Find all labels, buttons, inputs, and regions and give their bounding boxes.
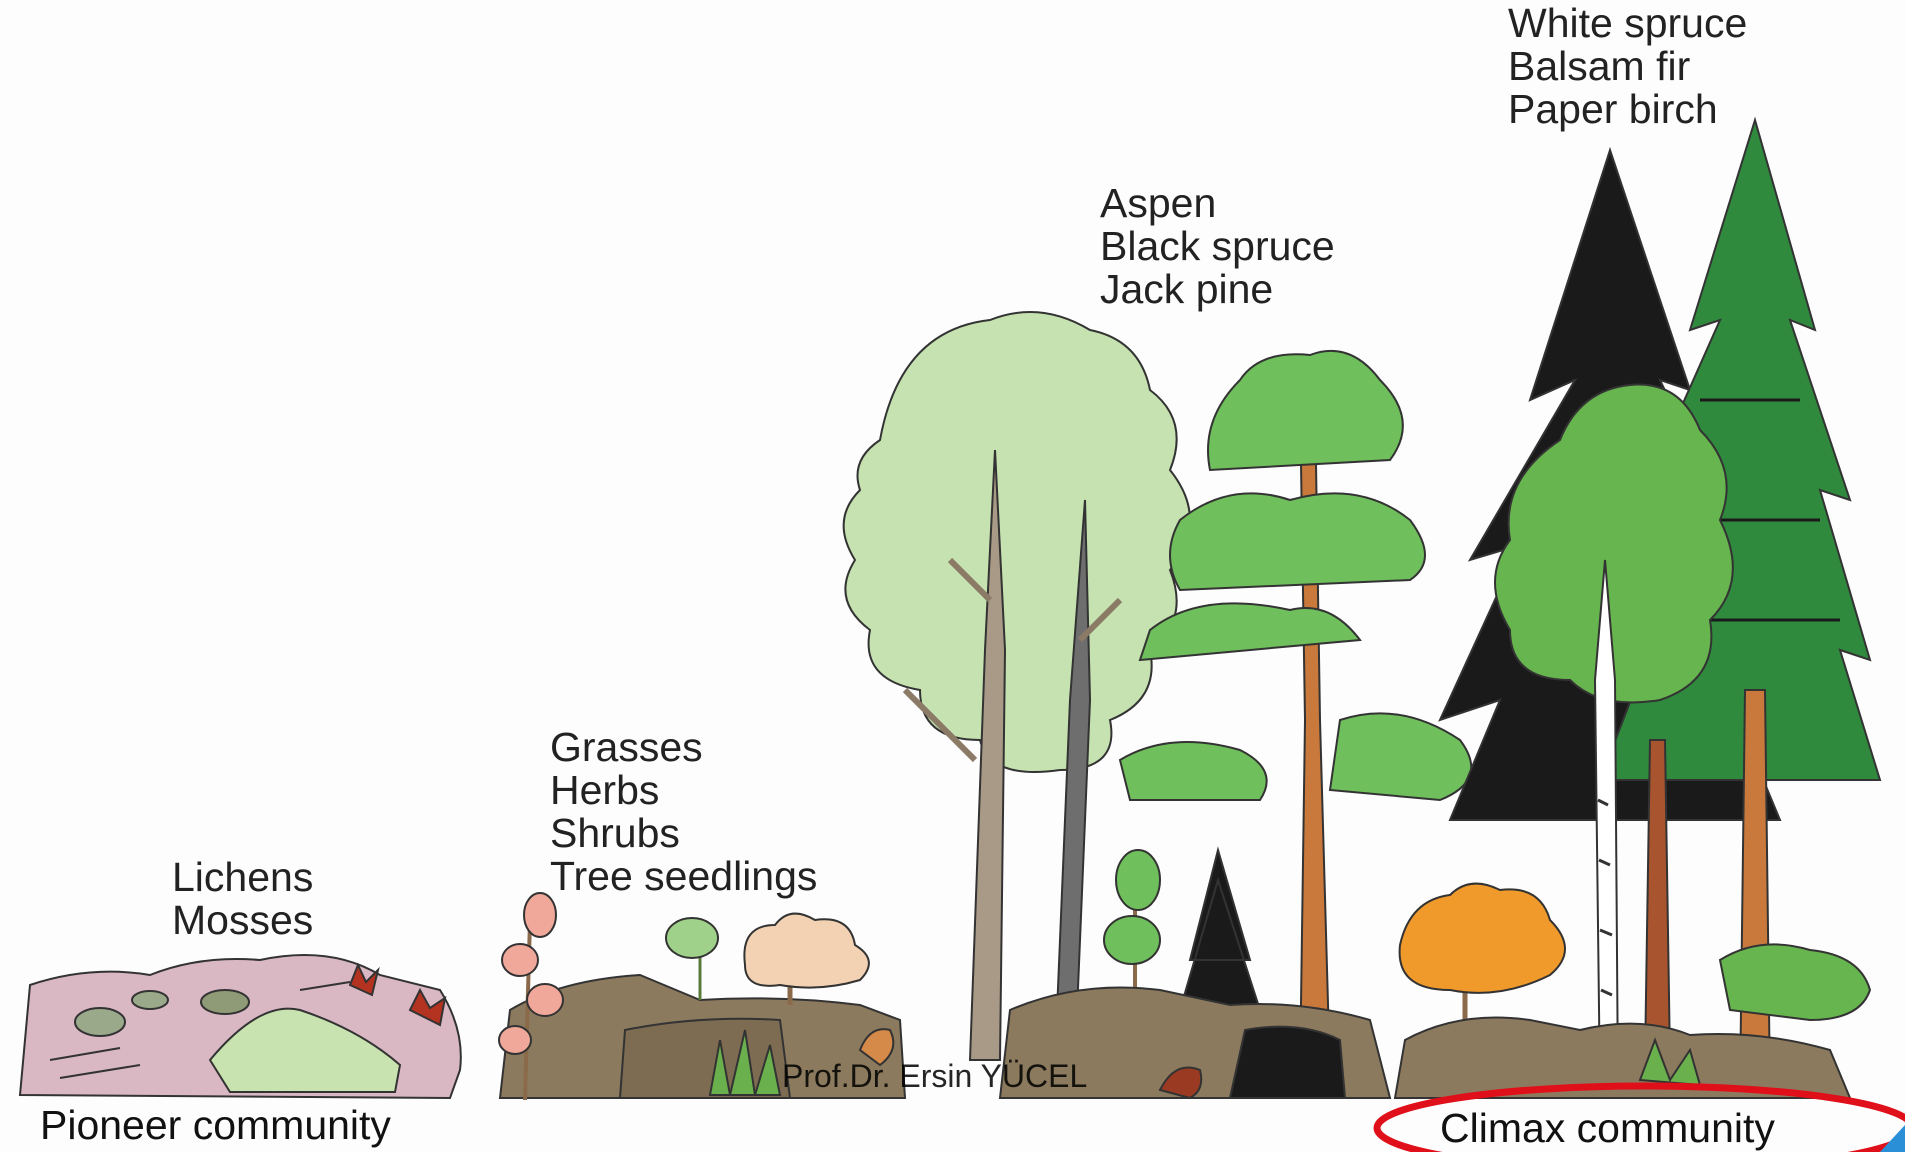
pioneer-community-caption: Pioneer community — [40, 1102, 391, 1149]
species-shrubs: Shrubs — [550, 812, 817, 855]
species-balsam-fir: Balsam fir — [1508, 45, 1747, 88]
species-mosses: Mosses — [172, 899, 313, 942]
species-aspen: Aspen — [1100, 182, 1335, 225]
author-watermark: Prof.Dr. Ersin YÜCEL — [782, 1058, 1087, 1095]
climax-community-caption: Climax community — [1440, 1105, 1775, 1152]
stage3-species-labels: Aspen Black spruce Jack pine — [1100, 182, 1335, 311]
species-herbs: Herbs — [550, 769, 817, 812]
stage1-species-labels: Lichens Mosses — [172, 856, 313, 942]
species-lichens: Lichens — [172, 856, 313, 899]
stage4-species-labels: White spruce Balsam fir Paper birch — [1508, 2, 1747, 131]
species-white-spruce: White spruce — [1508, 2, 1747, 45]
species-tree-seedlings: Tree seedlings — [550, 855, 817, 898]
stage2-species-labels: Grasses Herbs Shrubs Tree seedlings — [550, 726, 817, 898]
species-paper-birch: Paper birch — [1508, 88, 1747, 131]
species-black-spruce: Black spruce — [1100, 225, 1335, 268]
species-jack-pine: Jack pine — [1100, 268, 1335, 311]
species-grasses: Grasses — [550, 726, 817, 769]
